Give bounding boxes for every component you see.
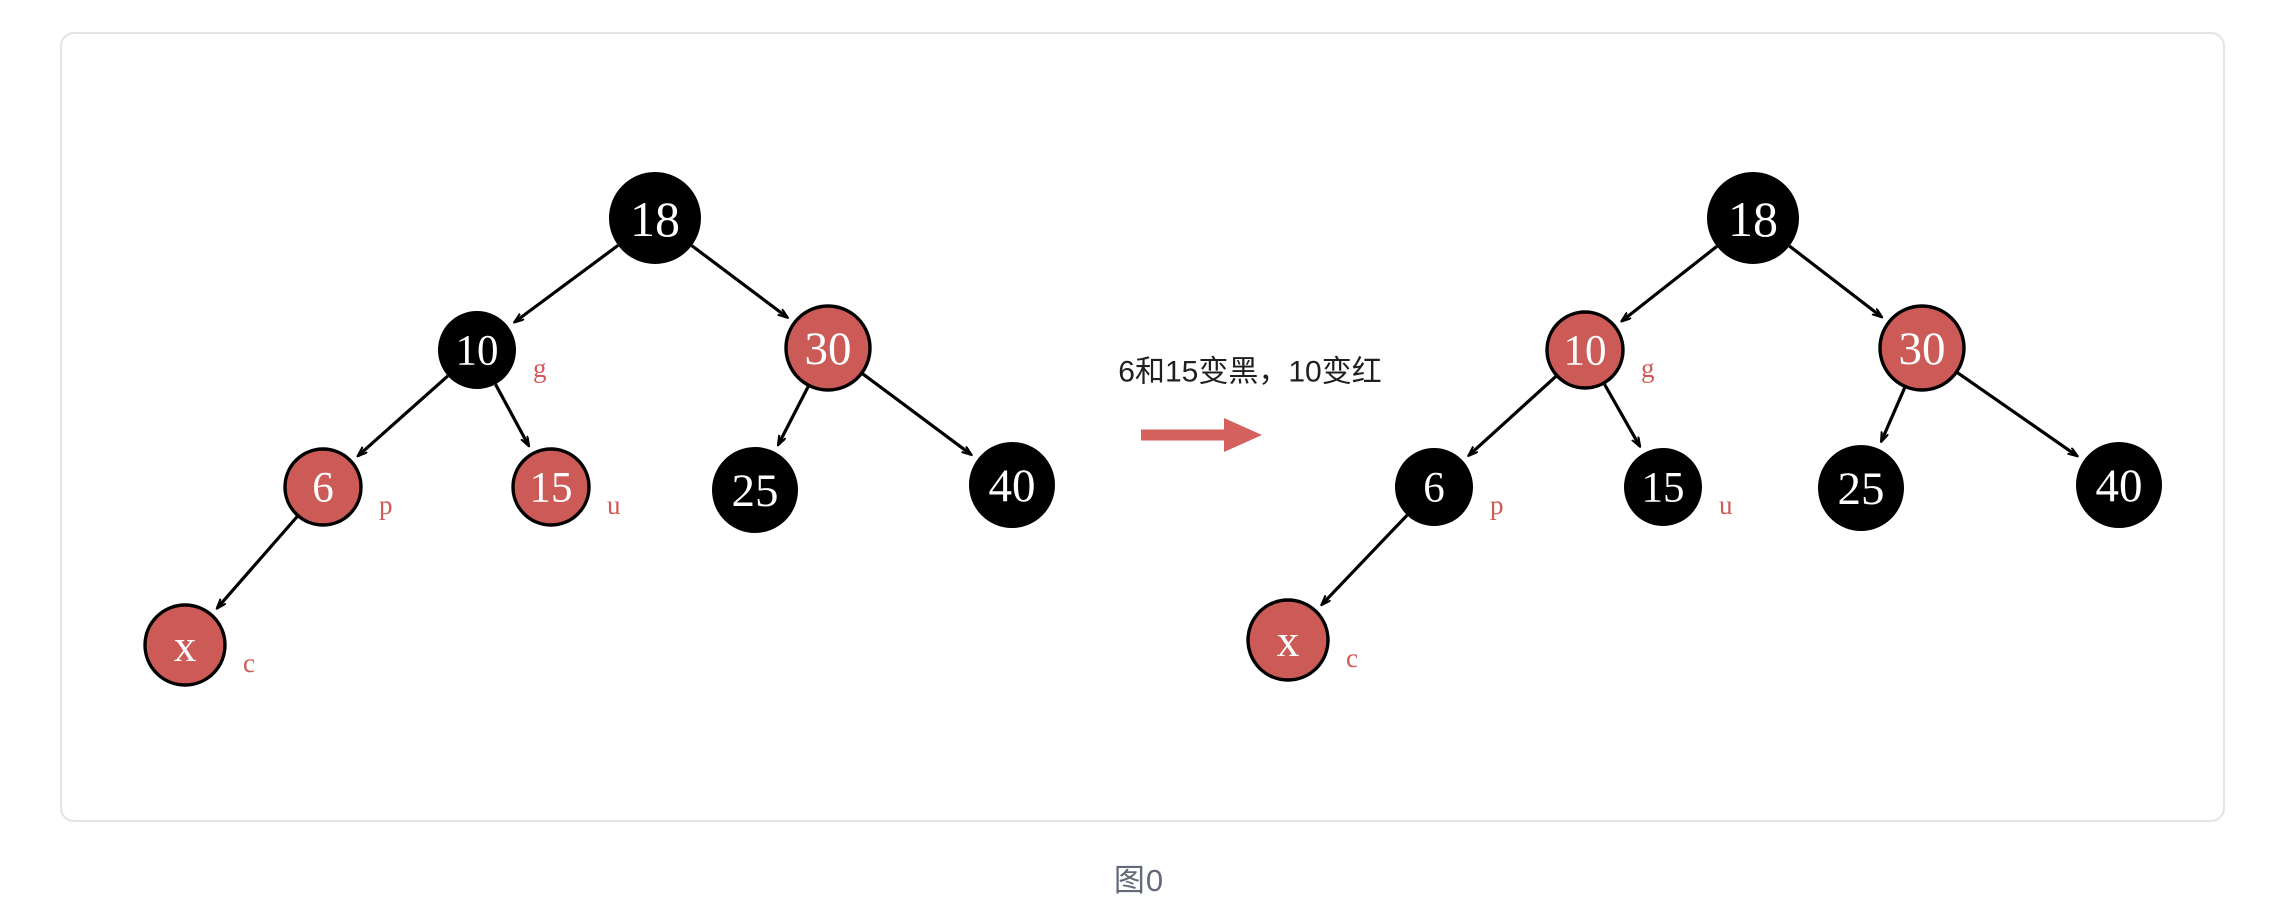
node-value-label: 10	[456, 328, 499, 375]
tree-node-15: 15 u	[1624, 448, 1733, 526]
tree-node-15: 15 u	[511, 447, 621, 527]
node-circle	[283, 447, 363, 527]
tree-node-25: 25	[1818, 445, 1904, 531]
node-role-tag-g: g	[1641, 353, 1655, 383]
node-value-label: 18	[1728, 191, 1778, 247]
node-circle	[1818, 445, 1904, 531]
tree-node-40: 40	[2076, 442, 2162, 528]
tree-edge	[358, 374, 449, 456]
tree-edge	[1322, 514, 1409, 604]
figure-card	[60, 32, 2225, 822]
node-value-label: 30	[805, 323, 852, 375]
node-value-label: 10	[1564, 328, 1607, 375]
node-value-label: 40	[2096, 460, 2143, 512]
node-value-label: x	[174, 621, 197, 671]
tree-edge	[1879, 386, 1907, 441]
tree-node-30: 30	[1878, 304, 1966, 392]
node-circle	[969, 442, 1055, 528]
node-value-label: 18	[630, 191, 680, 247]
transition-label: 6和15变黑，10变红	[1118, 356, 1381, 389]
tree-edge	[217, 515, 299, 608]
node-role-tag-u: u	[1719, 490, 1733, 520]
tree-edge	[1602, 383, 1639, 446]
node-value-label: 30	[1899, 323, 1946, 375]
node-value-label: 25	[1838, 463, 1885, 515]
tree-edge	[1788, 244, 1881, 317]
node-circle	[784, 304, 872, 392]
tree-edge	[776, 385, 810, 444]
tree-node-30: 30	[784, 304, 872, 392]
node-role-tag-c: c	[1346, 643, 1358, 673]
node-value-label: 6	[312, 465, 334, 512]
node-circle	[511, 447, 591, 527]
tree-node-40: 40	[969, 442, 1055, 528]
node-role-tag-g: g	[533, 353, 547, 383]
node-value-label: 25	[732, 465, 779, 517]
node-circle	[1246, 598, 1330, 682]
tree-edge	[494, 383, 529, 445]
tree-edges-layer	[217, 244, 2077, 608]
tree-edge	[1956, 371, 2077, 456]
tree-node-10: 10 g	[438, 311, 547, 389]
node-circle	[143, 603, 227, 687]
node-circle	[2076, 442, 2162, 528]
transition-group: 6和15变黑，10变红	[1118, 356, 1382, 452]
node-role-tag-c: c	[243, 648, 255, 678]
node-value-label: 40	[989, 460, 1036, 512]
node-circle	[1624, 448, 1702, 526]
tree-edge	[690, 244, 787, 318]
tree-node-18: 18	[1707, 172, 1799, 264]
tree-edge	[1469, 375, 1558, 455]
node-value-label: 15	[530, 465, 573, 512]
tree-edge	[1622, 245, 1718, 321]
tree-node-18: 18	[609, 172, 701, 264]
node-value-label: 6	[1423, 465, 1445, 512]
node-circle	[1395, 448, 1473, 526]
node-circle	[712, 447, 798, 533]
node-circle	[609, 172, 701, 264]
node-value-label: 15	[1642, 465, 1685, 512]
tree-edge	[515, 244, 620, 322]
node-role-tag-p: p	[379, 490, 393, 520]
right-arrow-icon	[1141, 418, 1262, 452]
tree-node-10: 10 g	[1545, 310, 1655, 390]
node-circle	[1545, 310, 1625, 390]
node-circle	[438, 311, 516, 389]
node-role-tag-u: u	[607, 490, 621, 520]
tree-node-25: 25	[712, 447, 798, 533]
node-role-tag-p: p	[1490, 490, 1504, 520]
node-value-label: x	[1277, 616, 1300, 666]
node-circle	[1707, 172, 1799, 264]
node-circle	[1878, 304, 1966, 392]
tree-edge	[861, 372, 971, 455]
figure-caption: 图0	[1113, 863, 1165, 898]
